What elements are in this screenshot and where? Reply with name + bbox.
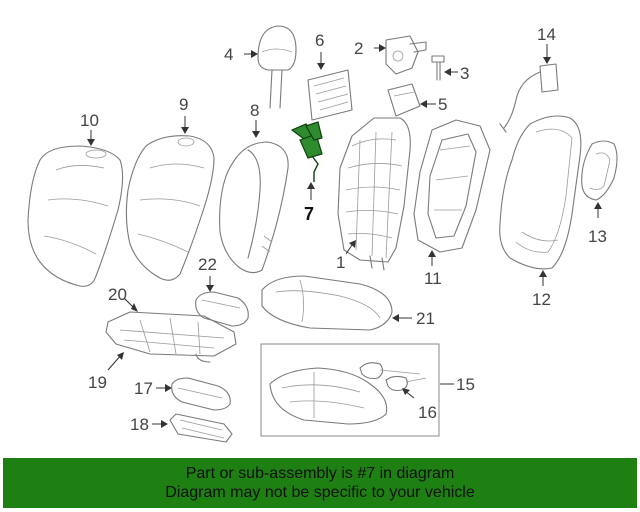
- callout-11: 11: [424, 269, 442, 288]
- callout-6: 6: [315, 31, 324, 50]
- part-11-back-panel[interactable]: [413, 119, 491, 253]
- part-2-adjuster[interactable]: [385, 35, 427, 75]
- part-17-insert[interactable]: [171, 377, 231, 411]
- part-3-screw[interactable]: [431, 55, 445, 81]
- part-14-switch[interactable]: [499, 63, 559, 133]
- callout-9: 9: [179, 95, 188, 114]
- part-7-highlighted[interactable]: [290, 121, 323, 182]
- callout-19: 19: [88, 373, 107, 392]
- part-12-back-trim[interactable]: [499, 115, 582, 270]
- part-15-assembly-box[interactable]: [260, 343, 440, 437]
- callout-4: 4: [224, 45, 233, 64]
- callout-18: 18: [130, 415, 149, 434]
- callout-2: 2: [354, 39, 363, 58]
- part-10-back-cover[interactable]: [27, 145, 124, 287]
- part-8-bolster[interactable]: [219, 141, 289, 274]
- banner-line-1: Part or sub-assembly is #7 in diagram: [185, 465, 455, 482]
- callout-21: 21: [416, 309, 435, 328]
- callout-3: 3: [460, 64, 469, 83]
- part-1-back-frame[interactable]: [337, 117, 411, 271]
- part-22-cushion[interactable]: [195, 291, 249, 327]
- callout-7: 7: [304, 204, 314, 224]
- part-6-panel[interactable]: [307, 69, 353, 121]
- callout-14: 14: [537, 25, 556, 44]
- callout-13: 13: [588, 227, 607, 246]
- callout-10: 10: [80, 111, 99, 130]
- callout-1: 1: [336, 253, 345, 272]
- part-5-bracket[interactable]: [387, 83, 421, 117]
- part-18-mat[interactable]: [169, 413, 233, 443]
- part-21-seat-cushion[interactable]: [261, 275, 393, 331]
- callout-5: 5: [438, 95, 447, 114]
- callout-20: 20: [108, 285, 127, 304]
- part-20-seat-plate[interactable]: [105, 311, 237, 363]
- part-4-headrest[interactable]: [257, 25, 297, 109]
- callout-15: 15: [456, 375, 475, 394]
- callout-16: 16: [418, 403, 437, 422]
- callout-17: 17: [134, 379, 153, 398]
- callout-22: 22: [198, 255, 217, 274]
- seat-parts-diagram: 4 6 2 3 5 14 10: [27, 25, 618, 443]
- part-9-back-pad[interactable]: [125, 135, 215, 281]
- banner-line-2: Diagram may not be specific to your vehi…: [165, 484, 475, 501]
- callout-12: 12: [532, 290, 551, 309]
- part-13-cover[interactable]: [581, 140, 618, 201]
- callout-8: 8: [250, 101, 259, 120]
- info-banner: Part or sub-assembly is #7 in diagram Di…: [3, 458, 637, 508]
